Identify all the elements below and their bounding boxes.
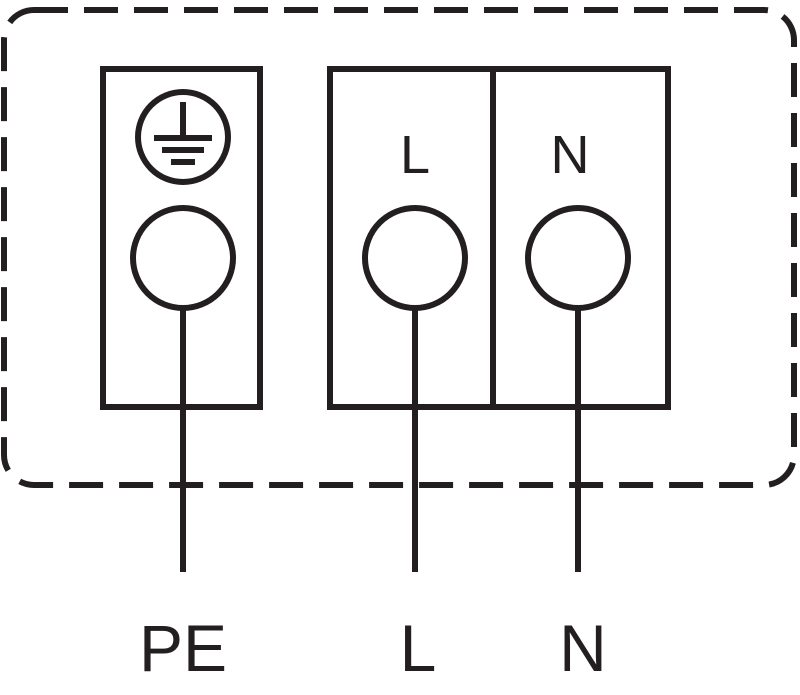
neutral-terminal-label: N [551,125,590,185]
live-screw-terminal [362,205,468,311]
live-terminal-label: L [400,125,430,185]
earth-screw-terminal [130,205,236,311]
device-enclosure-dashed [1,7,797,488]
live-neutral-terminal-block [327,66,671,410]
neutral-screw-terminal [525,205,631,311]
live-wire-label: L [400,611,437,685]
pe-wire-label: PE [139,611,227,685]
protective-earth-icon [135,89,231,185]
neutral-wire-label: N [559,611,607,685]
